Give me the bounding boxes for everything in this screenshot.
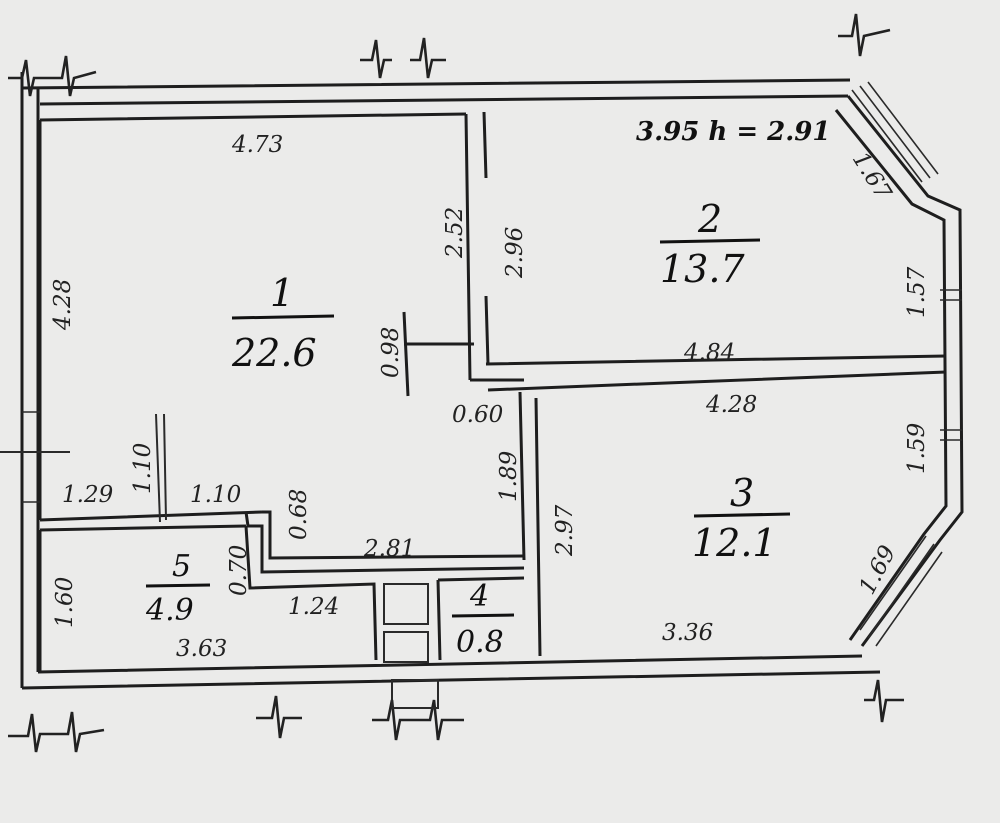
dim-r1-right: 2.52 <box>442 207 468 259</box>
room-5-number: 5 <box>172 549 191 584</box>
room-5-area: 4.9 <box>145 593 194 628</box>
room-1-fraction-bar <box>231 314 335 320</box>
dim-r1-left: 4.28 <box>50 279 76 331</box>
dim-r2-left: 2.96 <box>502 227 528 279</box>
dim-r5-bottom: 3.63 <box>176 636 227 662</box>
window-frames <box>22 81 962 647</box>
room-5-label: 5 4.9 <box>145 549 211 628</box>
dim-r3-right-window-a: 1.59 <box>904 423 930 474</box>
dim-r3-right-window-b: 1.69 <box>854 541 901 598</box>
dim-r1-top: 4.73 <box>231 132 283 158</box>
room-4-fraction-bar <box>451 613 515 618</box>
dim-r5-recess: 0.70 <box>226 545 252 596</box>
room-3-number: 3 <box>730 471 754 515</box>
break-lines <box>0 13 904 753</box>
room-4-label: 4 0.8 <box>451 579 515 660</box>
dim-r1-left-short: 1.29 <box>62 482 113 508</box>
room-1-area: 22.6 <box>231 331 317 375</box>
room-2-label: 2 13.7 <box>659 197 761 291</box>
room-2-fraction-bar <box>659 238 761 244</box>
room-2-area: 13.7 <box>660 247 745 291</box>
room-3-label: 3 12.1 <box>692 471 791 565</box>
dim-r1-small-w: 1.10 <box>190 482 241 508</box>
room-1-label: 1 22.6 <box>231 271 335 375</box>
dim-r1-recess: 0.68 <box>286 489 312 540</box>
dim-r1-small-h: 1.10 <box>130 443 156 494</box>
room-5-fraction-bar <box>145 583 211 588</box>
dim-r1-step: 0.60 <box>452 402 503 428</box>
room-3-fraction-bar <box>693 512 791 518</box>
dim-r5-step: 1.24 <box>288 594 339 620</box>
dim-r3-bottom: 3.36 <box>662 620 713 646</box>
dim-r3-left: 2.97 <box>552 504 578 557</box>
ceiling-height-note: 3.95 h = 2.91 <box>636 117 831 147</box>
room-4-number: 4 <box>469 579 489 614</box>
dimension-labels: 4.73 4.28 2.52 2.96 0.98 0.60 1.89 2.81 … <box>50 117 930 662</box>
dim-r1-bottom: 2.81 <box>363 536 415 562</box>
room-labels: 1 22.6 2 13.7 3 12.1 4 0.8 5 4.9 <box>145 197 791 660</box>
dim-r1-door: 0.98 <box>378 327 404 378</box>
exterior-walls <box>20 72 964 690</box>
room-2-number: 2 <box>697 197 722 241</box>
room-4-area: 0.8 <box>456 625 504 660</box>
interior-walls <box>38 111 947 709</box>
room-3-area: 12.1 <box>692 521 777 565</box>
dim-r2-bottom: 4.84 <box>683 340 735 366</box>
dim-r1-corr: 1.89 <box>496 451 522 502</box>
dim-r2-right: 1.57 <box>904 266 930 318</box>
dim-r5-left: 1.60 <box>52 577 78 628</box>
dim-r3-top: 4.28 <box>705 392 757 418</box>
room-1-number: 1 <box>270 271 294 315</box>
